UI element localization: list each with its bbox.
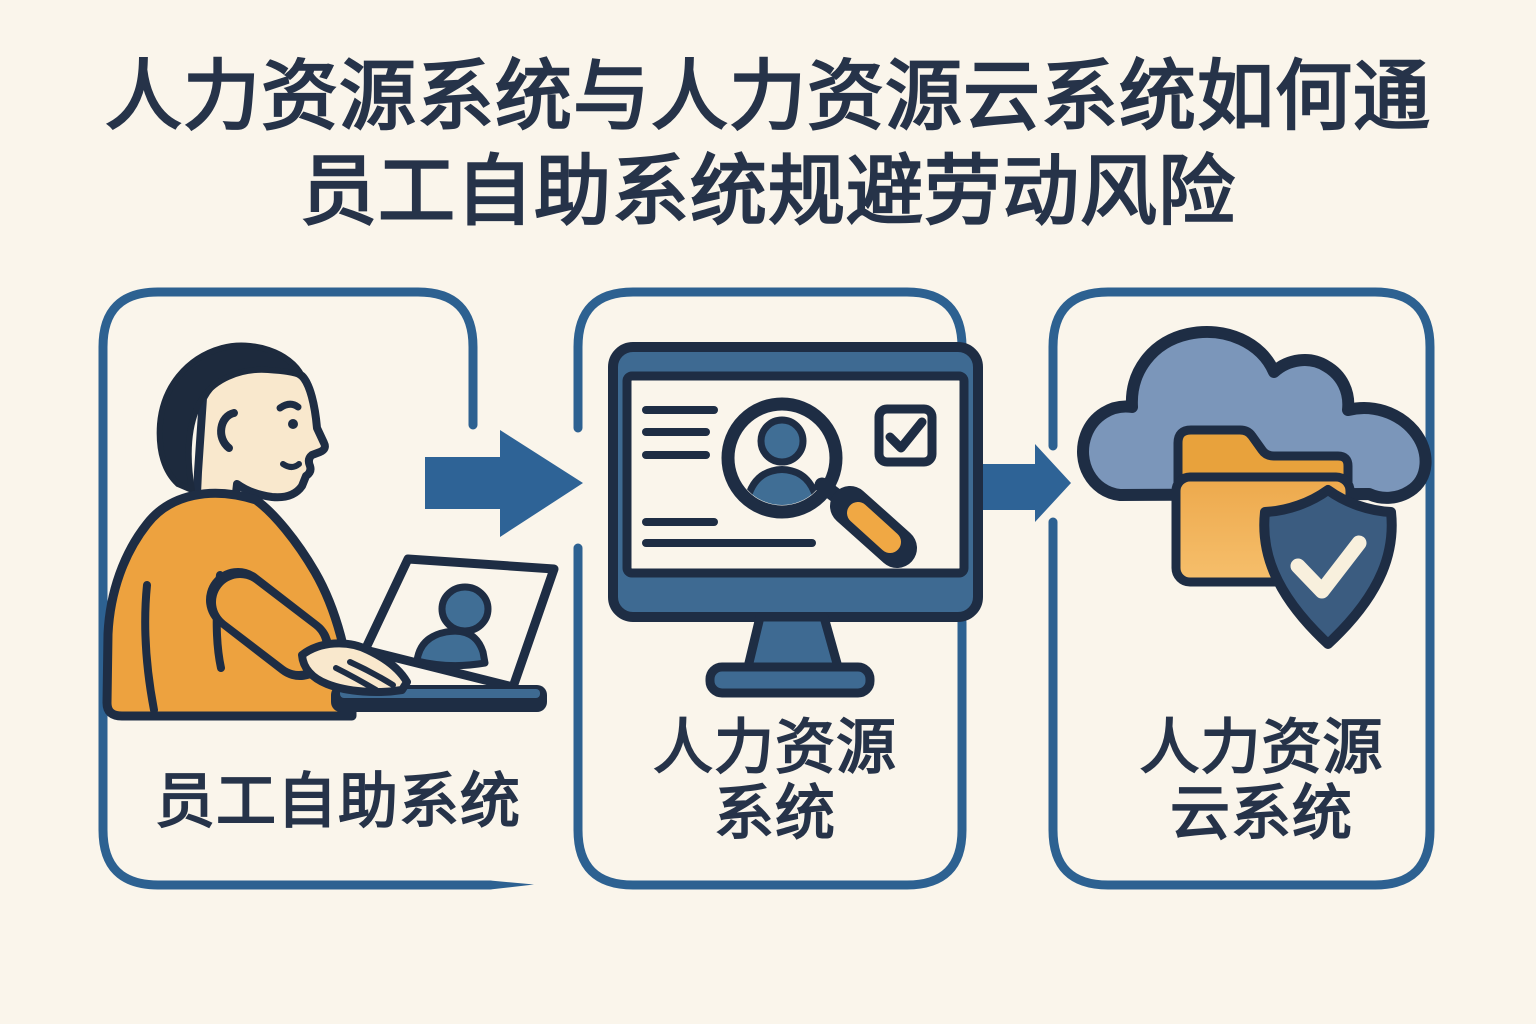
- finger-line: [347, 659, 396, 688]
- person-at-laptop-icon: [102, 342, 559, 721]
- title-line-1: 人力资源系统与人力资源云系统如何通: [105, 54, 1431, 140]
- card-label-line: 员工自助系统: [155, 768, 521, 835]
- cloud-folder-shield-icon: [1077, 326, 1432, 649]
- page-title: 人力资源系统与人力资源云系统如何通 员工自助系统规避劳动风险: [0, 50, 1536, 240]
- monitor-profile-search-icon: [608, 342, 983, 698]
- sleeve-fold: [141, 581, 158, 714]
- border-taper: [490, 880, 534, 890]
- card-label-hr-cloud-system: 人力资源 云系统: [1053, 715, 1470, 847]
- arrow-right-icon: [425, 430, 583, 537]
- eye: [288, 419, 298, 429]
- card-hr-cloud-system: [1048, 287, 1435, 890]
- card-label-hr-system: 人力资源 系统: [578, 715, 972, 847]
- shield: [1259, 485, 1397, 649]
- mouth: [280, 461, 302, 470]
- avatar-icon: [413, 583, 492, 670]
- title-line-2: 员工自助系统规避劳动风险: [300, 149, 1236, 235]
- finger-line: [333, 665, 379, 693]
- card-label-line: 系统: [714, 780, 836, 847]
- eyebrow: [276, 400, 302, 412]
- forearm: [216, 578, 323, 671]
- monitor-base: [705, 662, 875, 698]
- document-lines-icon: [642, 406, 816, 547]
- card-hr-system: [573, 287, 967, 890]
- card-label-line: 人力资源: [653, 714, 897, 781]
- arrow-right-icon: [980, 444, 1071, 522]
- card-employee-self-service: [98, 287, 534, 890]
- hair: [156, 342, 305, 493]
- shield-check-icon: [1259, 485, 1397, 649]
- card-label-line: 云系统: [1170, 780, 1353, 847]
- card-label-line: 人力资源: [1139, 714, 1384, 781]
- magnifier-profile-icon: [721, 397, 917, 568]
- checkbox-icon: [874, 404, 937, 467]
- checkmark-icon: [1290, 535, 1367, 599]
- monitor-stand: [743, 612, 843, 672]
- card-label-employee-self-service: 员工自助系统: [103, 769, 573, 835]
- ear: [217, 409, 238, 452]
